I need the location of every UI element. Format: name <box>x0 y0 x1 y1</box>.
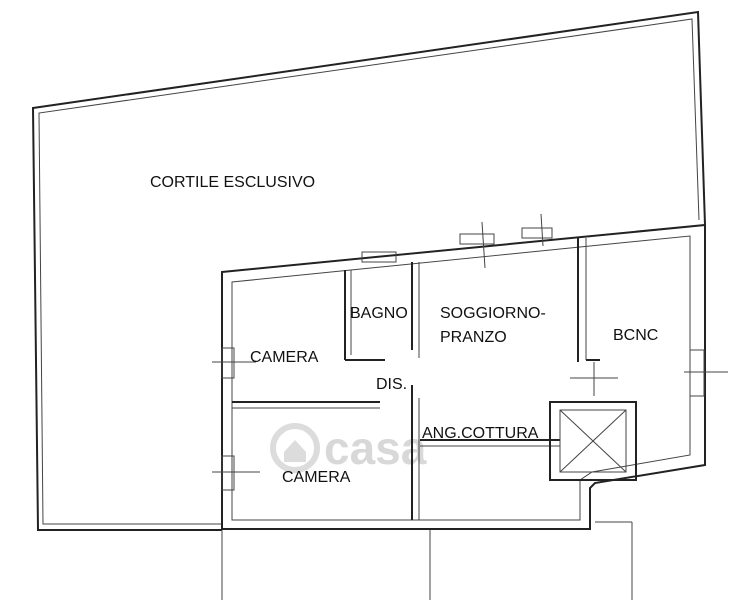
label-bcnc: BCNC <box>613 327 658 344</box>
west-windows <box>212 347 260 491</box>
watermark-house-icon <box>284 440 306 462</box>
window-bcnc <box>689 349 705 397</box>
label-hall: DIS. <box>376 376 407 393</box>
interior-partitions <box>232 238 600 520</box>
label-kitchenette: ANG.COTTURA <box>422 425 539 442</box>
elevator-shaft <box>549 401 637 481</box>
apartment-walls <box>221 223 706 530</box>
east-window <box>570 349 728 397</box>
window-bathroom <box>361 251 397 263</box>
shaft-cross-b <box>559 409 627 473</box>
north-windows <box>361 213 553 269</box>
label-bedroom-lower: CAMERA <box>282 469 351 486</box>
watermark-logo-icon <box>270 423 320 473</box>
courtyard-boundary <box>31 10 706 531</box>
window-living-2 <box>521 227 553 239</box>
label-bedroom-upper: CAMERA <box>250 349 319 366</box>
window-bedroom-upper <box>221 347 235 379</box>
window-living-1 <box>459 233 495 245</box>
label-living-1: SOGGIORNO- <box>440 305 546 322</box>
label-living-2: PRANZO <box>440 329 507 346</box>
watermark-brand: casa <box>324 422 427 474</box>
label-courtyard: CORTILE ESCLUSIVO <box>150 174 315 191</box>
boundary-lines <box>221 521 633 600</box>
watermark: casa <box>270 422 427 474</box>
label-bathroom: BAGNO <box>350 305 408 322</box>
window-bedroom-lower <box>221 455 235 491</box>
